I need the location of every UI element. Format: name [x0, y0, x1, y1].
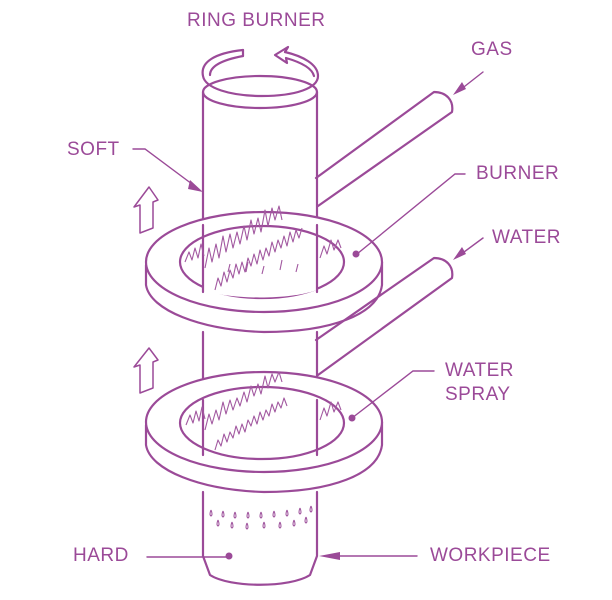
gas-label: GAS	[471, 39, 513, 60]
up-arrow-icon	[133, 186, 159, 234]
water-spray-label-line1: WATER	[445, 360, 514, 381]
gas-pipe	[314, 90, 454, 208]
burner-label: BURNER	[476, 163, 560, 184]
water-pipe	[314, 256, 454, 377]
soft-label: SOFT	[67, 139, 120, 160]
workpiece-lower	[201, 490, 319, 586]
water-label: WATER	[492, 227, 561, 248]
water-spray-ring	[144, 370, 384, 494]
rotation-arrow-icon	[201, 45, 320, 98]
workpiece-label: WORKPIECE	[430, 545, 551, 566]
water-droplets	[209, 505, 313, 530]
up-arrow-icon	[133, 347, 159, 394]
leader-lines	[132, 71, 484, 560]
water-spray-label-line2: SPRAY	[445, 384, 511, 405]
burner-ring	[144, 205, 384, 334]
ring-burner-label: RING BURNER	[187, 10, 326, 31]
hard-label: HARD	[73, 545, 129, 566]
